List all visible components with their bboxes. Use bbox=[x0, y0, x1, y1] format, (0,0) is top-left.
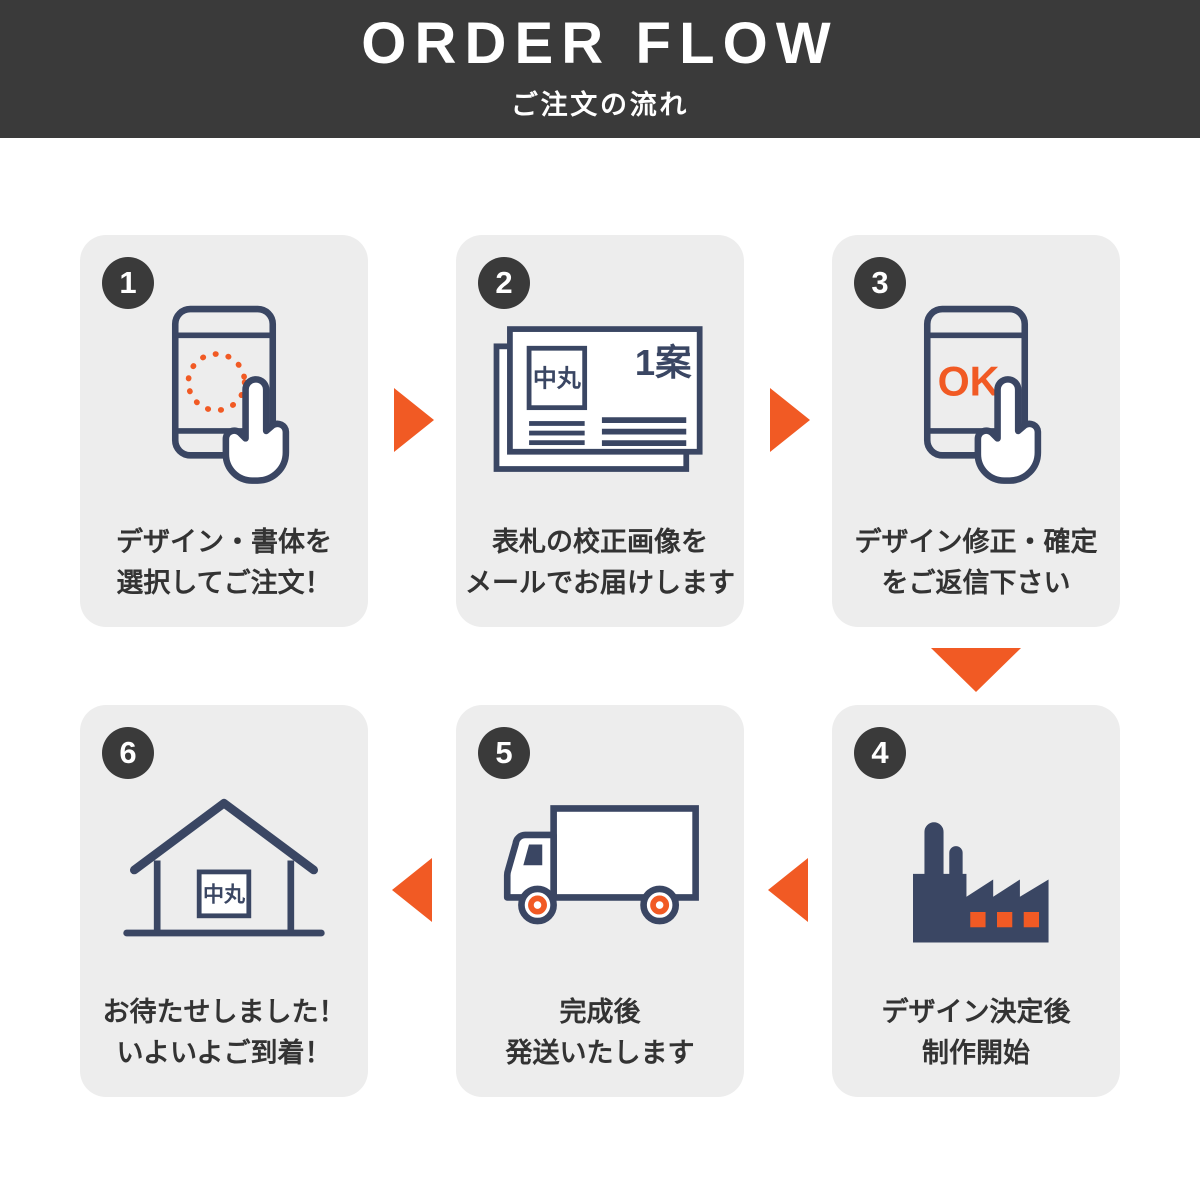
factory-icon bbox=[913, 821, 1049, 943]
step-caption: お待たせしました！ いよいよご到着！ bbox=[102, 997, 346, 1068]
proof-images-icon: 中丸 1案 bbox=[493, 325, 703, 472]
step-card-4: 4 デザイン決定後 制作開始 bbox=[832, 705, 1120, 1097]
step-caption: デザイン修正・確定 をご返信下さい bbox=[854, 527, 1098, 598]
factory-window bbox=[970, 911, 986, 927]
flow-arrow-left-1 bbox=[768, 858, 808, 922]
step-number-badge: 4 bbox=[854, 727, 906, 779]
phone-select-icon bbox=[171, 305, 290, 484]
dotted-selection-circle bbox=[185, 351, 248, 414]
factory-window bbox=[1023, 911, 1039, 927]
ok-label: OK bbox=[938, 358, 1000, 404]
pointing-hand-icon bbox=[222, 376, 290, 484]
nameplate-frame bbox=[526, 345, 588, 410]
step-number-badge: 5 bbox=[478, 727, 530, 779]
page-subtitle: ご注文の流れ bbox=[510, 89, 690, 120]
step-number-badge: 6 bbox=[102, 727, 154, 779]
house-nameplate-label: 中丸 bbox=[203, 883, 246, 906]
step-number-badge: 1 bbox=[102, 257, 154, 309]
flow-arrow-left-2 bbox=[392, 858, 432, 922]
page-title: ORDER FLOW bbox=[361, 11, 839, 76]
house-nameplate-frame bbox=[196, 869, 252, 918]
flow-arrow-right-2 bbox=[770, 388, 810, 452]
step-card-1: 1 デザイン・書体を 選択してご注文！ bbox=[80, 235, 368, 627]
header-banner: ORDER FLOW ご注文の流れ bbox=[0, 0, 1200, 138]
flow-arrow-down bbox=[931, 648, 1021, 692]
step-number-badge: 2 bbox=[478, 257, 530, 309]
proposal-number-label: 1案 bbox=[635, 342, 692, 383]
step-caption: 完成後 発送いたします bbox=[505, 997, 695, 1068]
step-caption: デザイン・書体を 選択してご注文！ bbox=[116, 527, 332, 598]
pointing-hand-icon bbox=[974, 376, 1042, 484]
flow-arrow-right-1 bbox=[394, 388, 434, 452]
step-card-3: 3 OK デザイン修正・確定 をご返信下さい bbox=[832, 235, 1120, 627]
truck-window bbox=[523, 843, 543, 865]
phone-ok-icon: OK bbox=[923, 305, 1042, 484]
step-caption: 表札の校正画像を メールでお届けします bbox=[465, 527, 735, 598]
step-card-6: 6 中丸 お待たせしました！ いよいよご到着！ bbox=[80, 705, 368, 1097]
nameplate-name-label: 中丸 bbox=[533, 365, 581, 392]
factory-window bbox=[997, 911, 1013, 927]
house-icon: 中丸 bbox=[123, 798, 325, 936]
step-card-2: 2 中丸 1案 表札の校正画像を メールでお届けします bbox=[456, 235, 744, 627]
step-number-badge: 3 bbox=[854, 257, 906, 309]
step-caption: デザイン決定後 制作開始 bbox=[881, 997, 1071, 1068]
truck-icon bbox=[503, 804, 699, 924]
step-card-5: 5 完成後 発送いたします bbox=[456, 705, 744, 1097]
